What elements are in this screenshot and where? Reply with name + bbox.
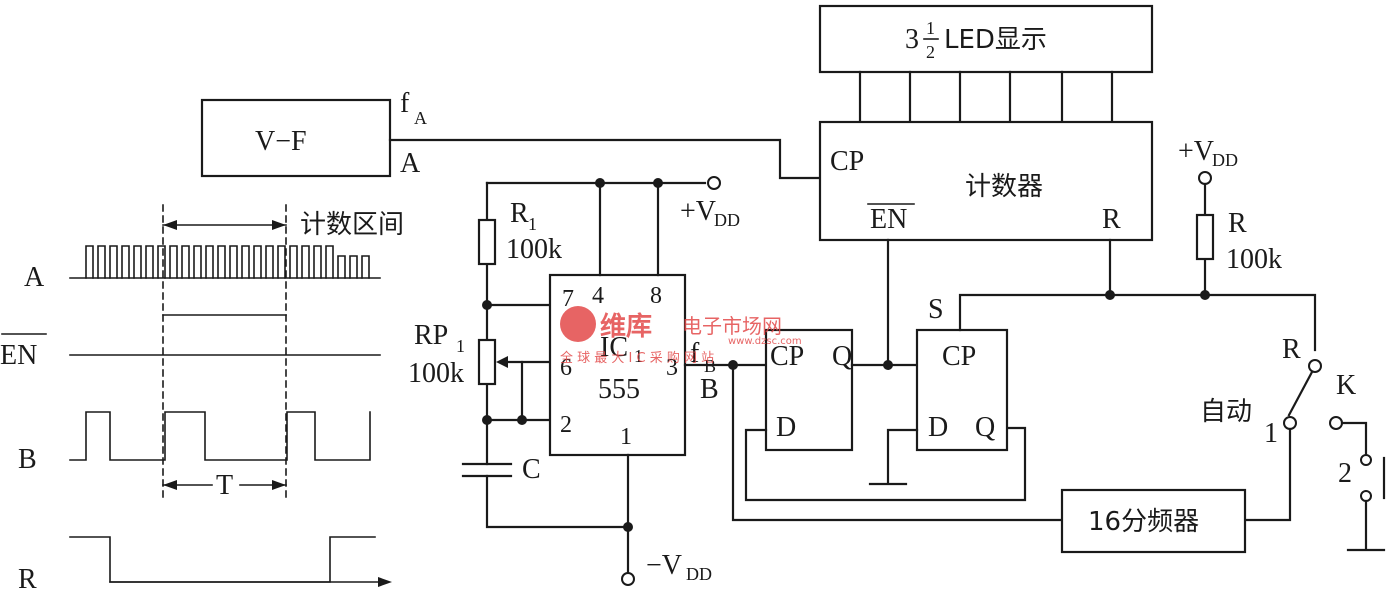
rp1-label: RP	[414, 320, 448, 351]
fa-label: f	[400, 88, 410, 119]
svg-text:CP: CP	[770, 341, 804, 372]
vdd-top-label: +V	[680, 196, 716, 227]
svg-text:1: 1	[528, 214, 537, 234]
period-label: T	[216, 470, 233, 501]
svg-text:R: R	[1228, 208, 1247, 239]
counter-cp: CP	[830, 146, 864, 177]
svg-text:全 球 最 大 I C 采 购 网 站: 全 球 最 大 I C 采 购 网 站	[560, 350, 714, 366]
divider-block: 16分频器	[1060, 488, 1247, 554]
ic-555-body	[548, 273, 687, 457]
capacitor	[461, 462, 513, 478]
vf-converter: V−F f A A	[200, 88, 822, 180]
wire-fa	[388, 138, 822, 180]
svg-text:CP: CP	[942, 341, 976, 372]
svg-text:7: 7	[562, 286, 574, 312]
svg-text:LED显示: LED显示	[944, 25, 1047, 55]
pullup-resistor: +V DD R 100k	[1178, 136, 1282, 297]
svg-text:D: D	[776, 412, 796, 443]
wire-to-divider	[731, 363, 1064, 522]
svg-text:1: 1	[456, 336, 465, 356]
svg-text:4: 4	[592, 283, 604, 309]
svg-text:D: D	[928, 412, 948, 443]
wave-b-label: B	[18, 444, 37, 475]
r1-resistor	[477, 218, 497, 266]
svg-text:DD: DD	[714, 210, 740, 230]
svg-text:1: 1	[620, 424, 632, 450]
vdd-neg-label: −V	[646, 550, 682, 581]
divider-label: 16分频器	[1088, 507, 1199, 537]
capacitor-label: C	[522, 454, 541, 485]
led-display: 3 1 2 LED显示	[818, 4, 1154, 124]
svg-text:1: 1	[1264, 418, 1278, 449]
counter-r: R	[1102, 204, 1121, 235]
svg-text:B: B	[704, 356, 716, 376]
ic-model: 555	[598, 374, 640, 405]
fb-label: f	[690, 338, 700, 369]
svg-text:www.dzsc.com: www.dzsc.com	[728, 336, 802, 347]
r1-value: 100k	[506, 234, 562, 265]
svg-text:Q: Q	[975, 412, 995, 443]
svg-text:Q: Q	[832, 341, 852, 372]
svg-text:1: 1	[926, 18, 935, 38]
svg-text:6: 6	[560, 355, 572, 381]
wave-r-label: R	[18, 564, 37, 594]
wave-en-label: EN	[0, 340, 37, 371]
switch-k: R 自动 1 K 2	[1200, 334, 1386, 552]
b-node-label: B	[700, 374, 719, 405]
svg-text:A: A	[414, 108, 427, 128]
count-interval-label: 计数区间	[300, 210, 404, 240]
timer-555: +V DD R 1 100k RP 1 100k C 7 4 8	[408, 176, 1064, 586]
switch-r-label: R	[1282, 334, 1301, 365]
ic-label: IC	[600, 332, 628, 363]
svg-text:2: 2	[926, 42, 935, 62]
k-label: K	[1336, 370, 1356, 401]
wave-r-arrowhead	[378, 577, 392, 587]
svg-text:DD: DD	[686, 564, 712, 584]
rp1-resistor	[477, 338, 497, 386]
counter-block: CP 计数器 EN R	[818, 120, 1154, 367]
led-bus	[858, 70, 1114, 124]
wave-a-pulses	[85, 245, 370, 279]
svg-text:2: 2	[560, 412, 572, 438]
wave-b-signal	[69, 411, 371, 461]
svg-text:2: 2	[1338, 458, 1352, 489]
wave-a-label: A	[24, 262, 45, 293]
watermark: 维库 电子市场网 www.dzsc.com 全 球 最 大 I C 采 购 网 …	[560, 306, 802, 366]
rp1-value: 100k	[408, 358, 464, 389]
wave-r-signal	[69, 536, 376, 583]
svg-text:DD: DD	[1212, 150, 1238, 170]
svg-text:维库: 维库	[600, 311, 652, 342]
svg-text:电子市场网: 电子市场网	[682, 314, 782, 338]
s-label: S	[928, 294, 944, 325]
r1-label: R	[510, 198, 529, 229]
counter-en: EN	[870, 204, 907, 235]
svg-text:3: 3	[666, 355, 678, 381]
svg-text:100k: 100k	[1226, 244, 1282, 275]
vf-label: V−F	[255, 126, 307, 157]
timing-diagram: 计数区间 A EN B T R	[0, 204, 404, 594]
counter-label: 计数器	[965, 172, 1043, 202]
svg-text:8: 8	[650, 283, 662, 309]
led-label: 3	[905, 24, 919, 55]
svg-text:1: 1	[634, 346, 643, 366]
flip-flop-1: CP Q D	[744, 328, 1027, 502]
vdd-right-label: +V	[1178, 136, 1214, 167]
auto-label: 自动	[1200, 397, 1252, 427]
a-node-label: A	[400, 148, 421, 179]
flip-flop-2: CP D Q S	[868, 290, 1317, 486]
